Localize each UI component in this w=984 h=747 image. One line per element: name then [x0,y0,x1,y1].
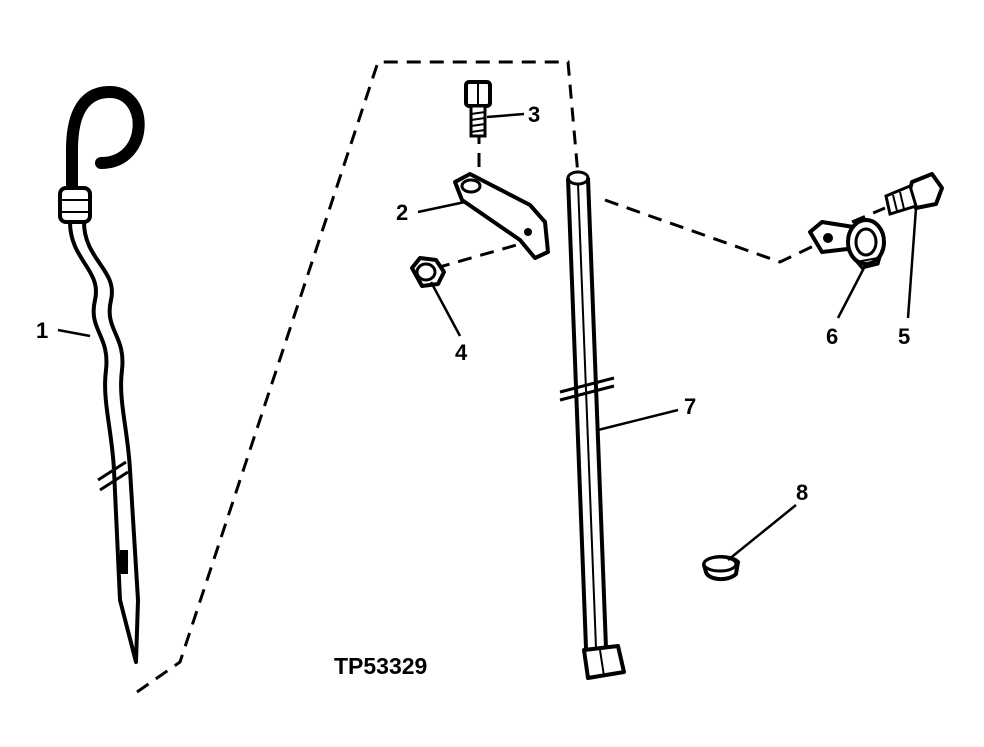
leader-7 [597,408,679,432]
leader-8 [727,504,797,561]
leader-6 [836,263,868,319]
figure-id-label: TP53329 [334,653,427,679]
cap-screw-icon [464,80,492,138]
leader-3 [486,112,525,119]
callout-4: 4 [455,340,468,365]
dipstick-to-tube-guide [136,60,580,694]
leader-4 [429,281,462,337]
callout-6: 6 [826,324,838,349]
callout-8: 8 [796,480,808,505]
bracket-icon [453,172,550,260]
leader-5 [906,207,918,319]
callouts: 1 2 3 4 5 6 7 8 [36,102,910,505]
bolt5-to-clamp-guide [851,206,886,224]
leader-2 [417,200,466,214]
dipstick-icon [58,86,145,664]
callout-1: 1 [36,318,48,343]
callout-2: 2 [396,200,408,225]
callout-5: 5 [898,324,910,349]
leader-1 [57,328,91,338]
dipstick-tube-icon [559,170,626,680]
hex-nut-icon [410,256,446,288]
assembly-guide-lines [136,60,886,694]
leader-lines [57,112,918,561]
cap-screw-icon [884,172,944,216]
clamp-icon [808,218,886,270]
nut-to-bracket-guide [435,240,528,270]
callout-3: 3 [528,102,540,127]
clamp-guide [604,198,827,264]
callout-7: 7 [684,394,696,419]
plug-icon [701,555,741,581]
